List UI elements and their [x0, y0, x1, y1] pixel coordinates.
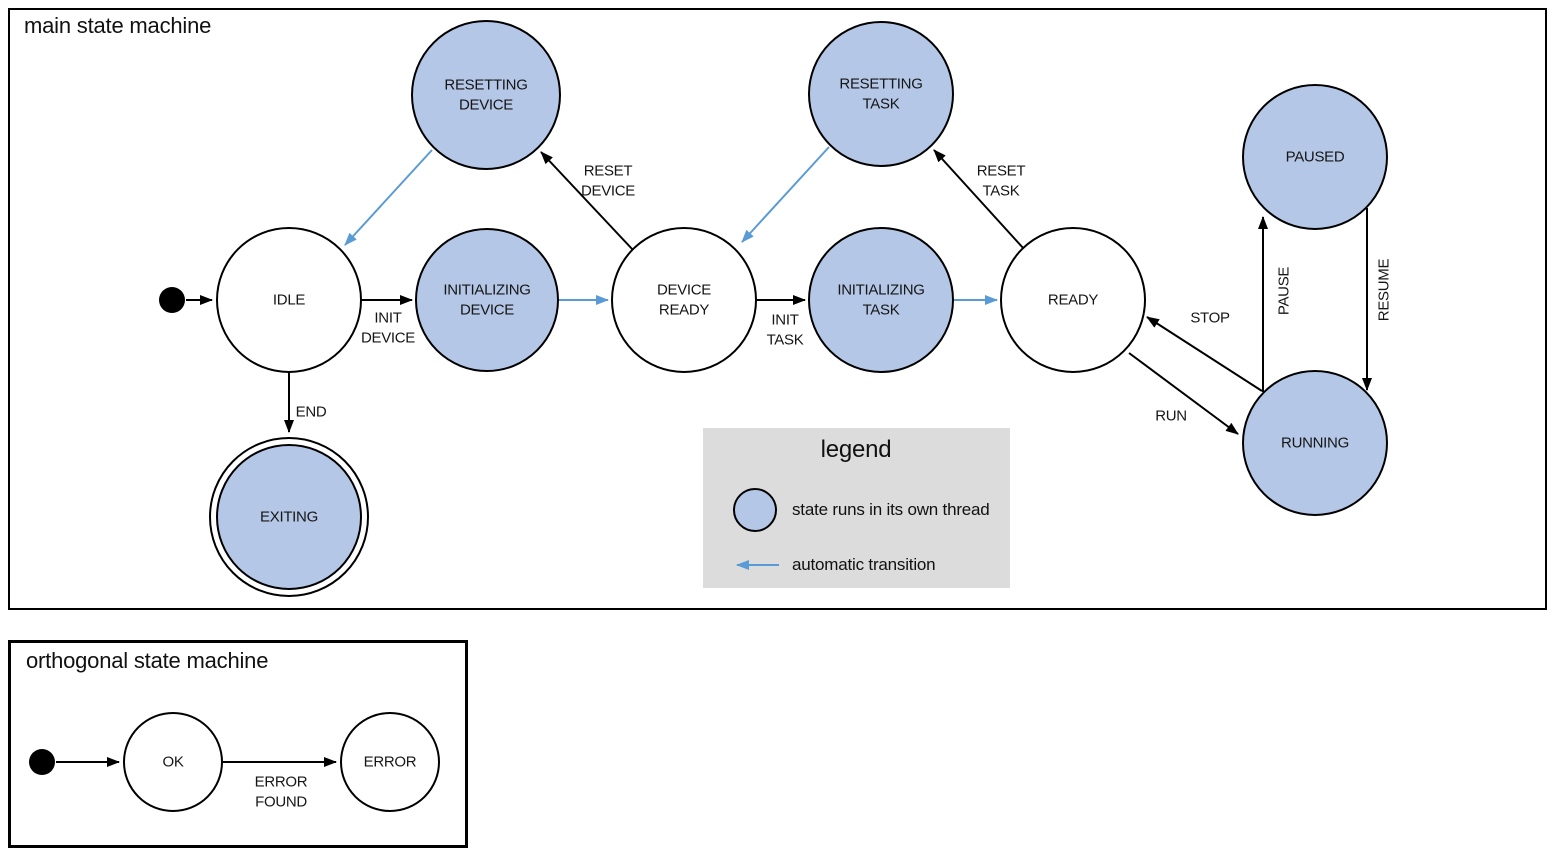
transition-run-label: RUN: [1155, 407, 1187, 425]
transition-error-found-label: ERROR FOUND: [254, 773, 308, 811]
transition-reset-device-label: RESET DEVICE: [580, 162, 636, 200]
state-ready-label: READY: [1047, 291, 1099, 309]
state-running-label: RUNNING: [1281, 434, 1349, 452]
state-ok-label: OK: [162, 753, 184, 771]
state-device-ready-label: DEVICE READY: [656, 281, 712, 319]
state-idle: [216, 227, 362, 373]
initial-state-dot-orthogonal: [29, 749, 55, 775]
state-ready: [1000, 227, 1146, 373]
legend-auto-transition-label: automatic transition: [792, 555, 936, 574]
transition-stop-label: STOP: [1190, 309, 1230, 327]
arrow-running-to-ready-stop: [1146, 316, 1263, 392]
state-exiting-label: EXITING: [260, 508, 318, 526]
state-device-ready: [611, 227, 757, 373]
arrow-auto-resetting-device-to-idle: [344, 149, 433, 246]
state-initializing-task: [808, 227, 954, 373]
transition-resume-label: RESUME: [1375, 258, 1393, 322]
state-initializing-task-label: INITIALIZING TASK: [837, 281, 925, 319]
state-paused-label: PAUSED: [1285, 148, 1345, 166]
state-initializing-device: [415, 228, 559, 372]
main-machine-title: main state machine: [24, 13, 212, 38]
state-error-label: ERROR: [363, 753, 417, 771]
legend-thread-state-icon: [733, 488, 777, 532]
legend-thread-state-label: state runs in its own thread: [792, 500, 990, 519]
legend-title: legend: [820, 436, 892, 463]
arrow-ready-to-running-run: [1128, 352, 1239, 435]
state-idle-label: IDLE: [272, 291, 306, 309]
state-resetting-task: [808, 21, 954, 167]
orthogonal-state-machine-frame: [8, 640, 468, 848]
state-resetting-task-label: RESETTING TASK: [839, 75, 923, 113]
transition-reset-task-label: RESET TASK: [976, 162, 1026, 200]
state-exiting: [216, 444, 362, 590]
transition-init-task-label: INIT TASK: [766, 311, 804, 349]
state-resetting-device: [411, 20, 561, 170]
main-state-machine-frame: [8, 8, 1547, 610]
orthogonal-machine-title: orthogonal state machine: [26, 648, 269, 673]
state-running: [1242, 370, 1388, 516]
state-initializing-device-label: INITIALIZING DEVICE: [443, 281, 531, 319]
state-paused: [1242, 84, 1388, 230]
arrow-ready-to-resetting-task: [933, 149, 1025, 250]
transition-init-device-label: INIT DEVICE: [360, 309, 416, 347]
arrow-device-ready-to-resetting-device: [540, 151, 634, 251]
transition-pause-label: PAUSE: [1275, 266, 1293, 316]
state-error: [340, 712, 440, 812]
transition-end-label: END: [295, 403, 327, 421]
state-resetting-device-label: RESETTING DEVICE: [444, 76, 528, 114]
arrow-auto-resetting-task-to-device-ready: [741, 146, 830, 243]
state-ok: [123, 712, 223, 812]
initial-state-dot-main: [159, 287, 185, 313]
